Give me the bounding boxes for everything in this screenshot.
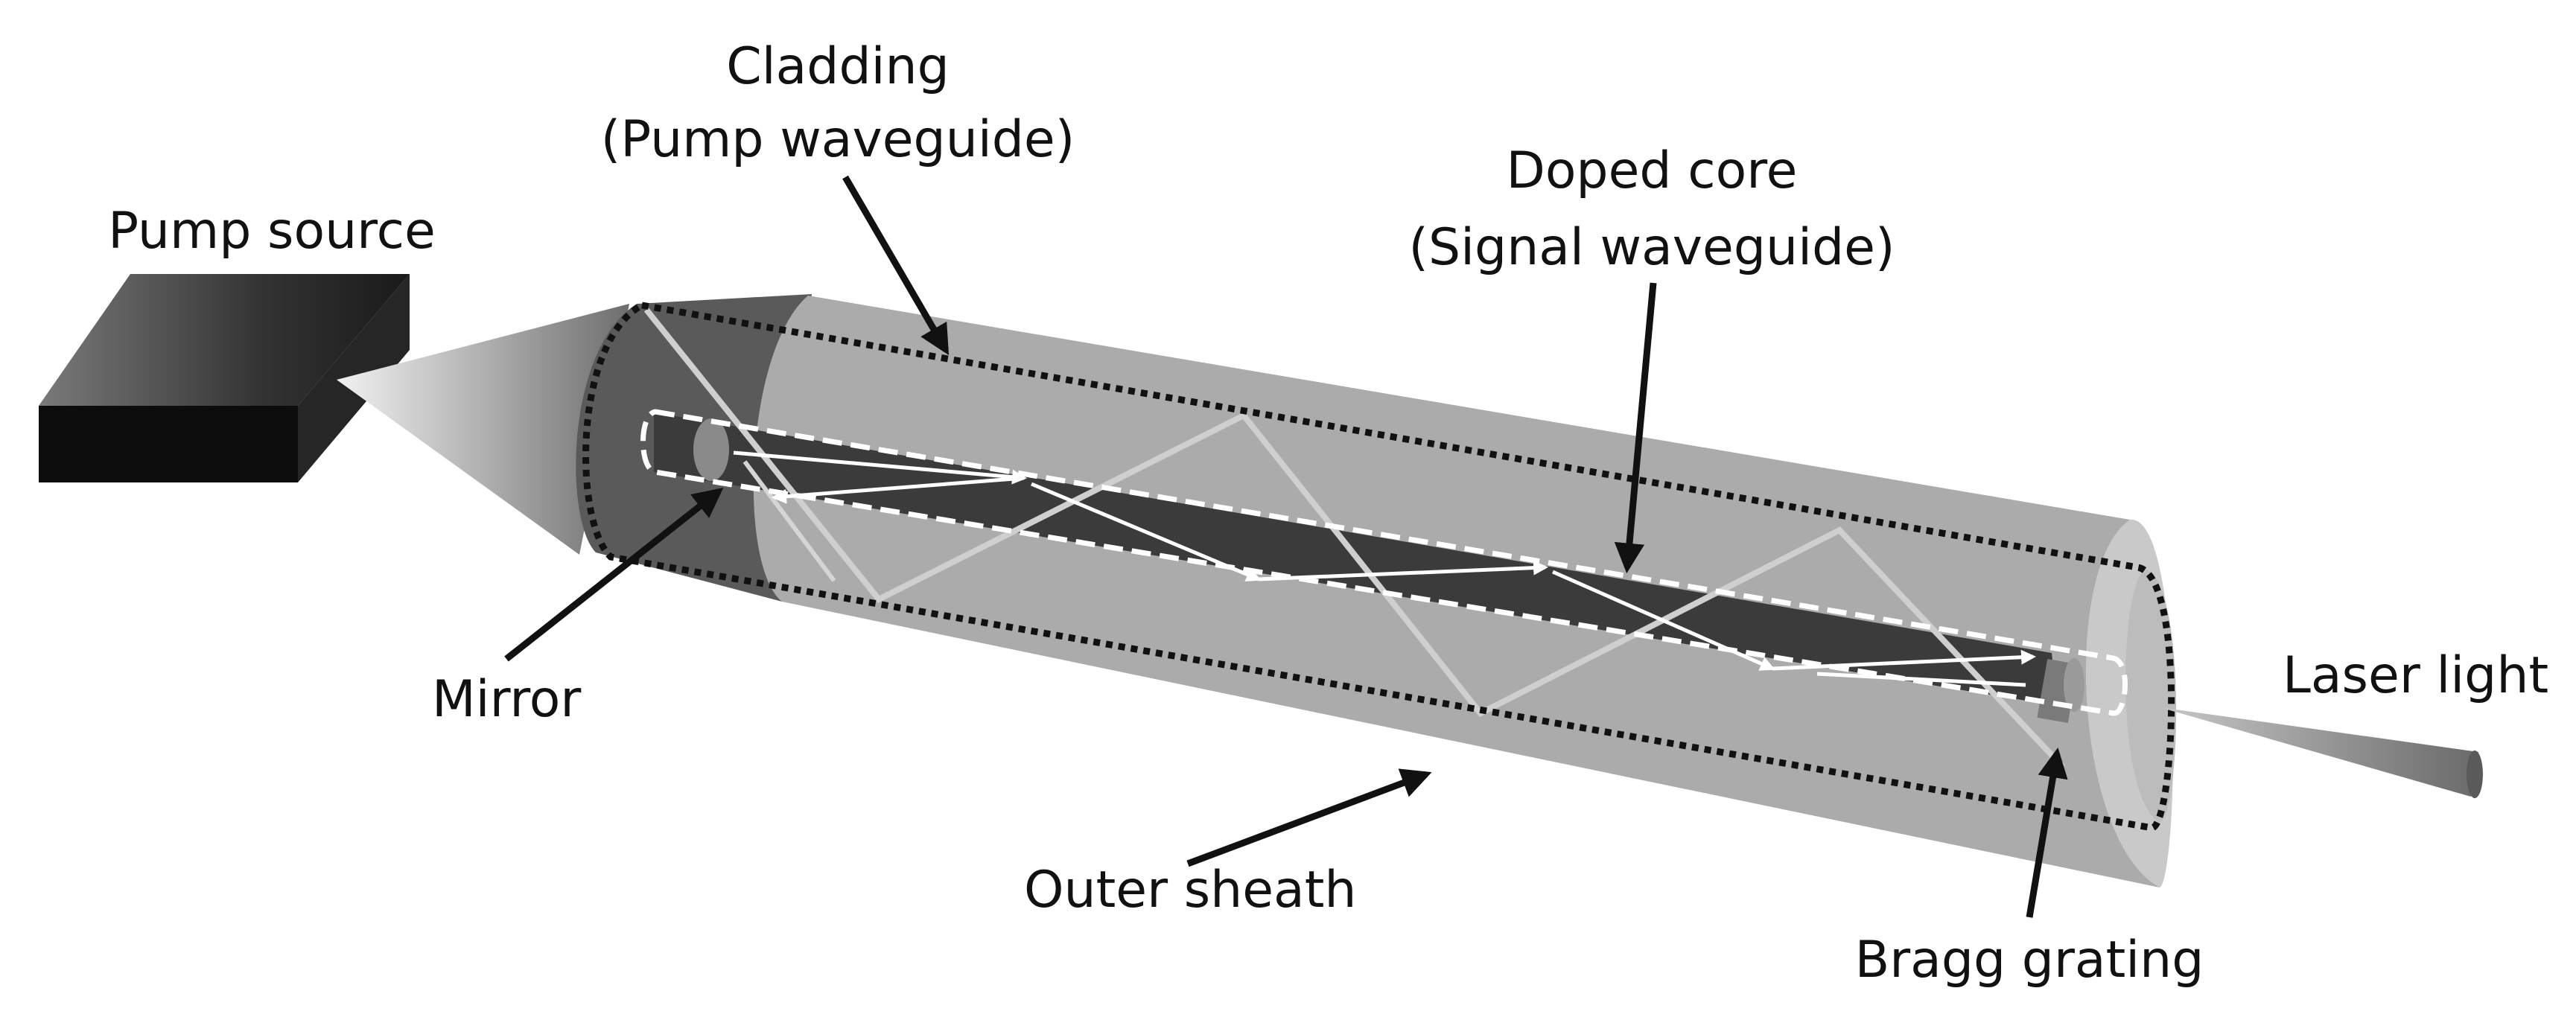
laser-light-beam-tip bbox=[2467, 750, 2483, 798]
core-pointer-arrow bbox=[1614, 282, 1657, 574]
pump-light-cone bbox=[337, 304, 629, 555]
cladding-label-line2: (Pump waveguide) bbox=[601, 110, 1075, 169]
core-label-line1: Doped core bbox=[1506, 141, 1797, 200]
laser-light-label: Laser light bbox=[2283, 646, 2548, 705]
core-dashed-outline bbox=[640, 409, 2128, 716]
outer-sheath-pointer-arrow bbox=[1186, 768, 1432, 867]
mirror bbox=[693, 418, 729, 481]
mirror-pointer-arrow bbox=[504, 487, 724, 662]
outer-sheath-label: Outer sheath bbox=[1024, 861, 1356, 920]
core-right-end bbox=[2064, 658, 2084, 712]
pump-source-front-face bbox=[39, 406, 298, 482]
cladding-pointer-arrow bbox=[842, 175, 950, 356]
pump-source-block bbox=[39, 274, 410, 482]
cladding-right-face bbox=[2125, 570, 2177, 823]
pump-source-label: Pump source bbox=[108, 202, 436, 261]
pump-rays-secondary bbox=[742, 460, 836, 582]
pump-rays bbox=[643, 307, 2065, 769]
cladding-label-line1: Cladding bbox=[726, 37, 950, 96]
laser-light-beam bbox=[2160, 707, 2478, 797]
bragg-grating-label: Bragg grating bbox=[1855, 931, 2204, 989]
mirror-label: Mirror bbox=[432, 670, 581, 729]
core-label-line2: (Signal waveguide) bbox=[1408, 218, 1895, 277]
bragg-grating-pointer-arrow bbox=[2026, 748, 2068, 918]
pump-source-top-face bbox=[39, 274, 410, 406]
